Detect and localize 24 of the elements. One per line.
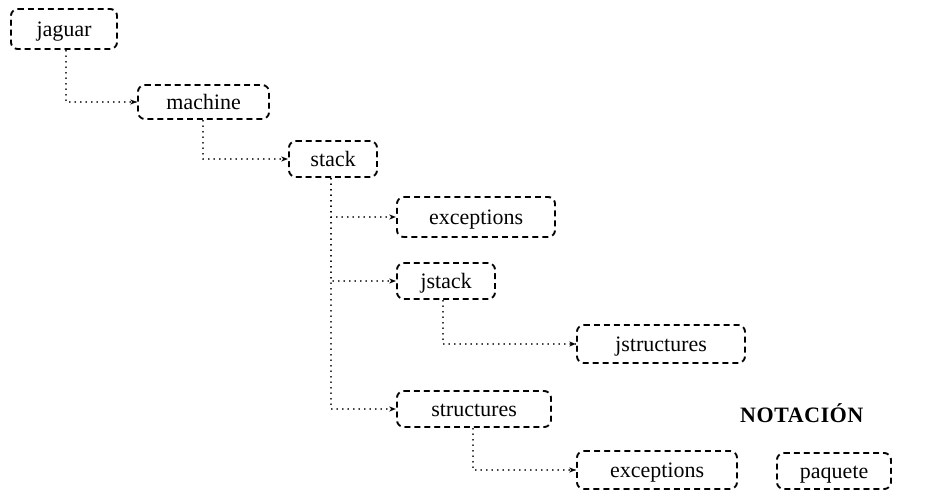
dotted-arrow xyxy=(472,428,576,473)
package-box xyxy=(776,452,892,490)
notation-heading: NOTACIÓN xyxy=(740,401,864,429)
package-box xyxy=(576,450,738,490)
package-name: jaguar xyxy=(36,18,92,40)
dotted-arrow xyxy=(65,50,137,105)
package-box xyxy=(576,324,746,364)
dotted-arrow xyxy=(330,178,396,412)
package-box xyxy=(288,140,378,178)
dotted-arrow xyxy=(202,120,288,162)
package-name: stack xyxy=(310,148,356,170)
package-name: structures xyxy=(431,398,517,420)
package-name: jstructures xyxy=(615,333,707,355)
package-box xyxy=(396,196,556,238)
package-box xyxy=(10,8,118,50)
package-name: paquete xyxy=(800,460,868,482)
package-name: jstack xyxy=(420,270,472,292)
dotted-arrow xyxy=(442,300,576,347)
package-name: exceptions xyxy=(428,206,524,228)
package-name: machine xyxy=(166,91,241,113)
package-box xyxy=(396,390,552,428)
package-box xyxy=(137,84,270,120)
package-name: exceptions xyxy=(610,459,704,481)
package-box xyxy=(396,262,496,300)
